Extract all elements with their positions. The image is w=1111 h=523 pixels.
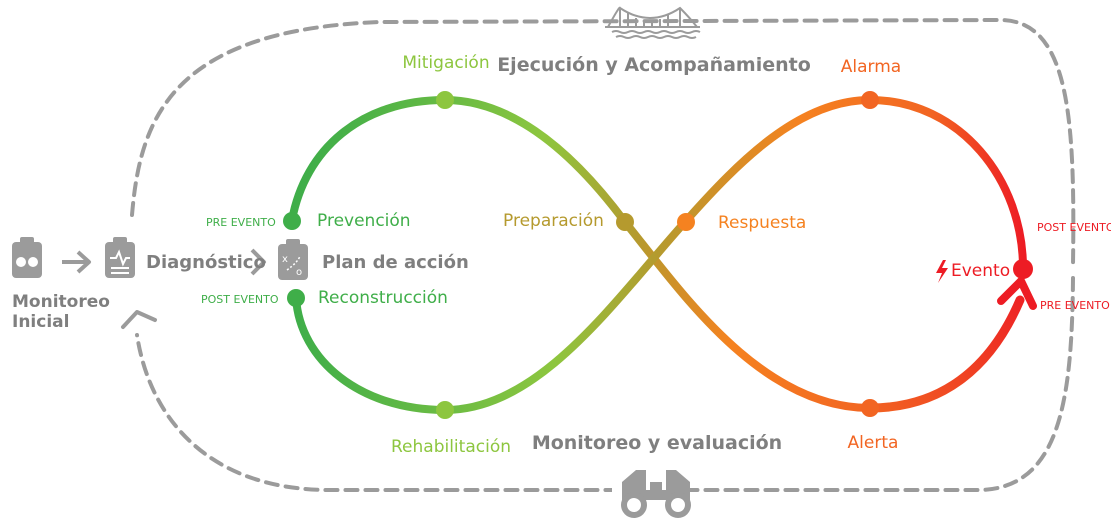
arrow-icon-1-head	[76, 250, 91, 274]
label-diagnostico: Diagnóstico	[146, 252, 266, 273]
node-prevencion	[283, 212, 301, 230]
outer-loop-arrowhead	[121, 310, 157, 329]
label-mitigacion: Mitigación	[402, 53, 489, 73]
label-pre-evento-left: PRE EVENTO	[206, 216, 276, 229]
infinity-stroke-a	[288, 95, 874, 412]
label-reconstruccion: Reconstrucción	[318, 288, 448, 308]
diagnostic-clipboard-icon	[105, 237, 135, 278]
bridge-icon	[605, 6, 701, 39]
label-respuesta: Respuesta	[718, 213, 806, 233]
label-alerta: Alerta	[848, 433, 899, 453]
binoculars-icon	[612, 470, 691, 518]
outer-loop-top	[130, 17, 1076, 267]
node-alerta	[861, 399, 879, 417]
evento-arrowhead	[997, 277, 1037, 310]
node-preparacion	[616, 213, 634, 231]
label-preparacion: Preparación	[503, 211, 604, 231]
label-prevencion: Prevención	[317, 211, 411, 231]
node-reconstruccion	[287, 289, 305, 307]
label-evento: Evento	[951, 261, 1010, 281]
label-alarma: Alarma	[841, 57, 901, 77]
node-rehabilitacion	[436, 401, 454, 419]
svg-text:o: o	[296, 267, 302, 278]
label-pre-evento-right: PRE EVENTO	[1040, 299, 1110, 312]
lightning-icon	[936, 260, 948, 283]
label-plan-de-accion: Plan de acción	[322, 252, 469, 273]
node-evento	[1013, 259, 1033, 279]
label-monitoreo-evaluacion: Monitoreo y evaluación	[532, 432, 782, 454]
node-respuesta	[677, 213, 695, 231]
label-ejecucion: Ejecución y Acompañamiento	[497, 54, 811, 76]
infinity-stroke-c	[865, 295, 1025, 413]
label-post-evento-right: POST EVENTO	[1037, 221, 1111, 234]
label-monitoreo-line1: Monitoreo	[12, 292, 110, 312]
label-post-evento-left: POST EVENTO	[201, 293, 279, 306]
node-mitigacion	[436, 91, 454, 109]
svg-text:x: x	[282, 254, 288, 265]
binoculars-clipboard-icon	[12, 237, 42, 278]
label-monitoreo-line2: Inicial	[12, 312, 69, 332]
label-rehabilitacion: Rehabilitación	[391, 437, 511, 457]
arrow-icon-2	[250, 248, 266, 276]
plan-clipboard-icon: x o	[278, 239, 308, 280]
node-alarma	[861, 91, 879, 109]
